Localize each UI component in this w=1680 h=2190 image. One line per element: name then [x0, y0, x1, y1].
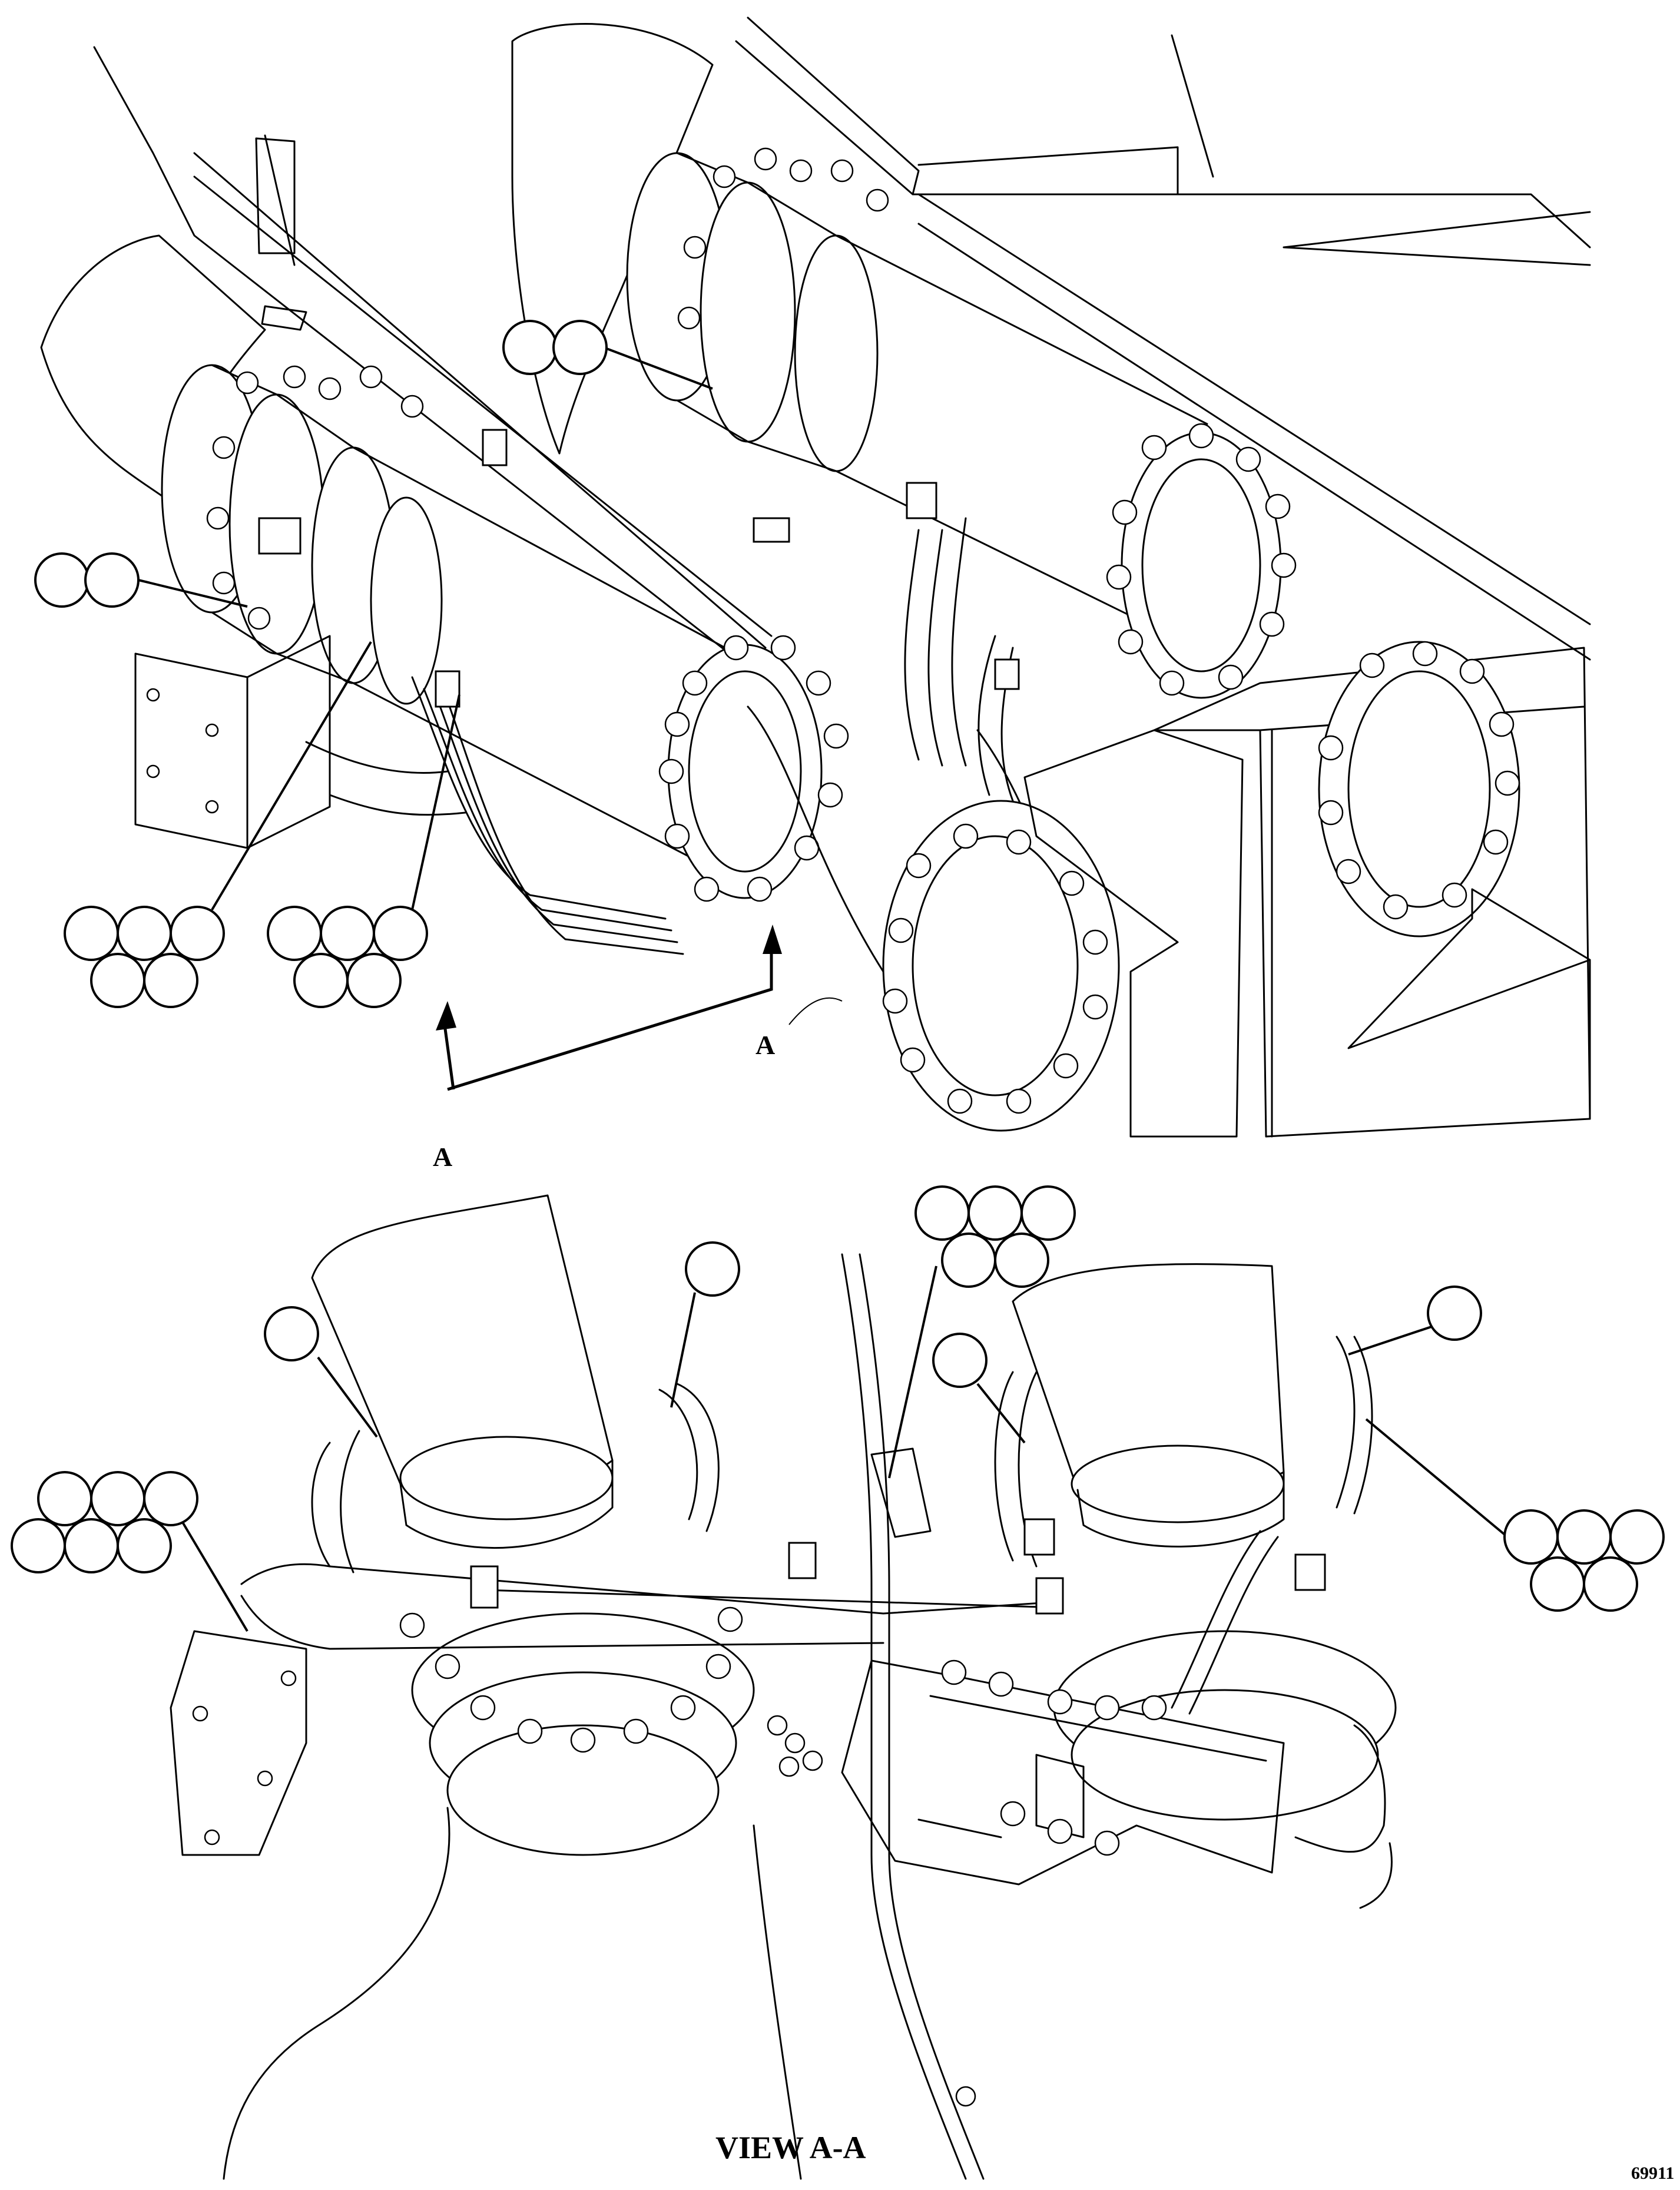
center-hose-bundle [904, 517, 1014, 802]
callout-circle [117, 906, 172, 961]
callout-circle [502, 320, 558, 375]
callout-circle [346, 953, 402, 1008]
callout-group-top-left-cluster-a [64, 906, 225, 1008]
callout-circle [967, 1185, 1023, 1241]
left-outlet-flange-bolts [658, 635, 849, 902]
callout-circle [1556, 1509, 1612, 1565]
callout-view-single-right-b [1427, 1285, 1482, 1341]
view-a-a: VIEW A-A [11, 1185, 1665, 2180]
callout-circle [1503, 1509, 1559, 1565]
view-left-flange-bolts [399, 1606, 743, 1753]
left-frame-rail [93, 46, 773, 678]
section-arrows [436, 925, 843, 1091]
callout-circle [34, 552, 90, 608]
left-hose-bundle [305, 676, 684, 955]
view-center-pole [841, 1253, 985, 2180]
callout-group-view-cluster-right [1503, 1509, 1665, 1612]
top-isometric-view: A A [34, 16, 1591, 1172]
box-flange-bolts [1318, 641, 1520, 920]
callout-view-single-right-a [932, 1333, 988, 1388]
callout-group-top-left-cluster-b [267, 906, 428, 1008]
callout-view-single-left [264, 1306, 319, 1361]
view-left-duct-bottom [223, 1807, 802, 2180]
callout-circle [373, 906, 428, 961]
view-title: VIEW A-A [715, 2130, 866, 2165]
callout-circle [293, 953, 349, 1008]
leader-view-single-right-b [1348, 1324, 1437, 1356]
right-pipe-assembly [626, 152, 1282, 699]
left-flange-bolts [206, 365, 424, 630]
callout-group-top-left-pair [34, 552, 140, 608]
section-mark-a-right: A [755, 1030, 775, 1060]
callout-circle [117, 1518, 172, 1573]
callout-circle [1530, 1556, 1585, 1612]
callout-group-view-cluster-left [11, 1471, 198, 1573]
center-elbow [747, 705, 1067, 973]
callout-circle [143, 953, 198, 1008]
callout-circle [267, 906, 322, 961]
center-bracket [1023, 729, 1244, 1138]
callout-circle [1583, 1556, 1638, 1612]
callout-circle [64, 1518, 119, 1573]
callout-circle [84, 552, 140, 608]
figure-number: 69911 [1631, 2164, 1674, 2183]
leader-top-left-cluster-b [411, 694, 460, 910]
view-right-hoses [994, 1336, 1373, 1715]
callout-circle [170, 906, 225, 961]
callout-circle [941, 1233, 996, 1288]
callout-circle [994, 1233, 1049, 1288]
view-center-clips [767, 1715, 976, 2107]
callout-group-top-center-pair [502, 320, 608, 375]
callout-circle [1020, 1185, 1076, 1241]
callout-group-view-cluster-center [914, 1185, 1076, 1288]
callout-circle [90, 1471, 145, 1526]
leader-view-cluster-left [181, 1521, 248, 1632]
callout-circle [552, 320, 608, 375]
right-support-bracket [1347, 888, 1591, 1120]
leader-view-single-center [670, 1292, 696, 1408]
leader-top-left-pair [138, 579, 248, 608]
callout-circle [37, 1471, 92, 1526]
section-mark-a-bottom: A [433, 1142, 452, 1172]
leader-top-center-pair [603, 346, 713, 390]
view-left-hoses [311, 1383, 720, 1573]
view-right-duct-bottom [1294, 1724, 1393, 1909]
callout-circle [320, 906, 375, 961]
leader-view-cluster-center [888, 1265, 937, 1479]
leader-top-left-cluster-a [211, 641, 372, 911]
left-frame-tab [255, 137, 307, 331]
view-left-plate [170, 1630, 307, 1856]
leader-view-single-right-a [976, 1383, 1026, 1444]
leader-view-single-left [317, 1356, 378, 1438]
callout-circle [64, 906, 119, 961]
callout-circle [143, 1471, 198, 1526]
leader-view-cluster-right [1365, 1418, 1509, 1538]
view-right-flange-bolts [941, 1659, 1167, 1856]
callout-circle [11, 1518, 66, 1573]
callout-circle [914, 1185, 970, 1241]
right-flange-bolts [677, 147, 1297, 696]
callout-view-single-center [685, 1241, 740, 1297]
callout-circle [90, 953, 145, 1008]
view-right-bracket [841, 1659, 1285, 1886]
callout-circle [1609, 1509, 1665, 1565]
left-mounting-plate [134, 635, 331, 849]
right-frame-housing [735, 16, 1591, 661]
center-flange-bolts [882, 823, 1108, 1114]
